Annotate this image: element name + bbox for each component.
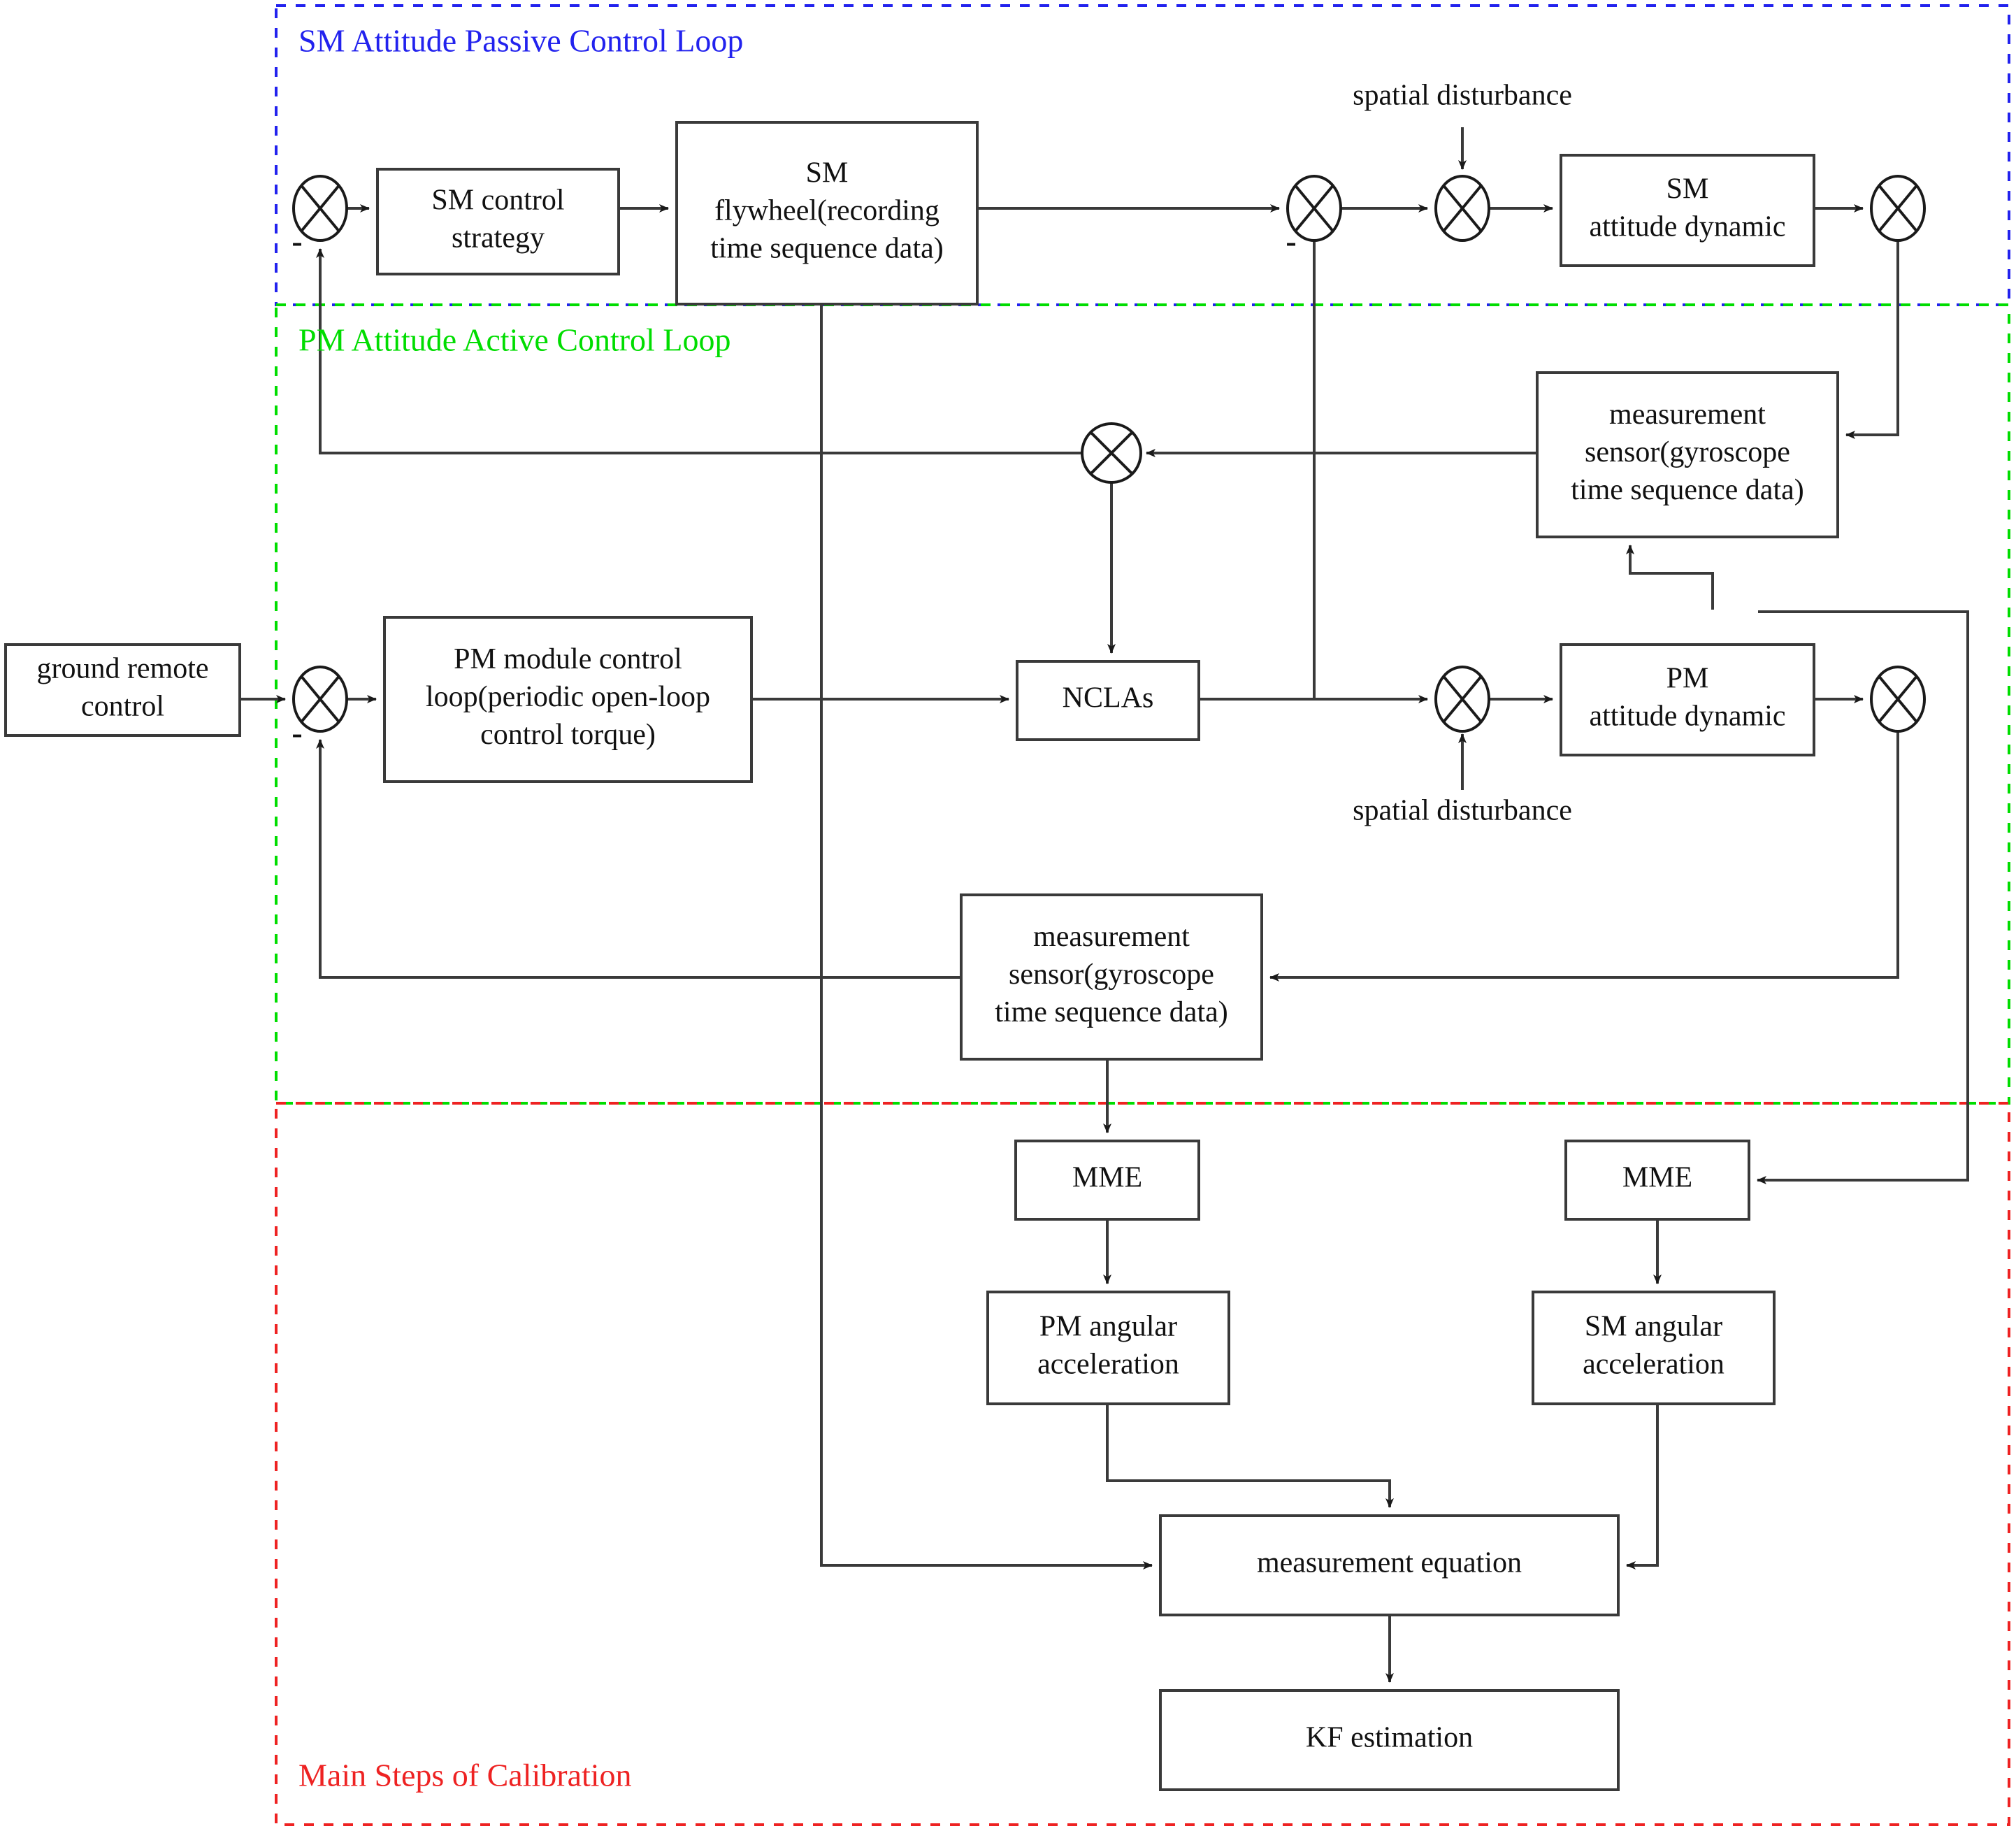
block-label-pm-angular-acceleration: PM angular xyxy=(1039,1311,1177,1343)
block-box-pm-measurement-sensor xyxy=(960,893,1263,1061)
block-box-mme-sm xyxy=(1564,1140,1750,1221)
zone-group xyxy=(275,4,2010,1826)
block-sm-angular-acceleration: SM angular acceleration xyxy=(1532,1291,1776,1405)
block-label-mme-pm: MME xyxy=(1072,1162,1142,1194)
block-sm-control-strategy: SM control strategy xyxy=(376,168,620,275)
block-sm-flywheel: SM flywheel(recording time sequence data) xyxy=(675,121,979,306)
edge-pm-branch-to-smsensor xyxy=(1626,545,1714,610)
block-label-sm-flywheel: time sequence data) xyxy=(710,233,944,265)
block-label-kf-estimation: KF estimation xyxy=(1306,1722,1473,1754)
edge-pmang-to-measeq xyxy=(1106,1404,1394,1508)
summing-junction-sum-sm-output xyxy=(1870,175,1926,242)
summing-junction-sum-pm-output xyxy=(1870,666,1926,733)
block-label-ground-remote-control: ground remote xyxy=(36,653,208,685)
block-measurement-equation: measurement equation xyxy=(1159,1514,1620,1616)
annotation-spatial-disturbance-sm: spatial disturbance xyxy=(1353,80,1572,112)
block-label-pm-measurement-sensor: sensor(gyroscope xyxy=(1009,958,1214,991)
block-box-pm-attitude-dynamic xyxy=(1560,643,1815,756)
block-label-pm-measurement-sensor: measurement xyxy=(1033,921,1190,953)
block-label-sm-flywheel: SM xyxy=(806,157,849,189)
block-box-mme-pm xyxy=(1014,1140,1200,1221)
block-mme-sm: MME xyxy=(1564,1140,1750,1221)
edge-smang-to-measeq xyxy=(1626,1404,1659,1570)
block-label-sm-control-strategy: SM control xyxy=(431,185,564,217)
block-mme-pm: MME xyxy=(1014,1140,1200,1221)
block-box-sm-measurement-sensor xyxy=(1536,371,1839,538)
block-label-pm-measurement-sensor: time sequence data) xyxy=(995,996,1228,1028)
block-label-sm-measurement-sensor: measurement xyxy=(1609,398,1766,431)
annotation-spatial-disturbance-pm: spatial disturbance xyxy=(1353,795,1572,827)
block-label-sm-control-strategy: strategy xyxy=(452,222,545,254)
block-sm-attitude-dynamic: SM attitude dynamic xyxy=(1560,154,1815,267)
block-box-kf-estimation xyxy=(1159,1689,1620,1791)
zone-label-group: SM Attitude Passive Control Loop PM Attit… xyxy=(298,23,743,1793)
zone-label-calib: Main Steps of Calibration xyxy=(298,1758,632,1793)
block-label-measurement-equation: measurement equation xyxy=(1257,1547,1522,1579)
block-box-sm-angular-acceleration xyxy=(1532,1291,1776,1405)
summing-junction-sum-sm-sensor-split xyxy=(1081,422,1142,484)
block-box-sm-control-strategy xyxy=(376,168,620,275)
block-box-sm-flywheel xyxy=(675,121,979,306)
block-label-pm-module-control-loop: loop(periodic open-loop xyxy=(426,681,710,713)
block-label-mme-sm: MME xyxy=(1622,1162,1692,1194)
junction-sign-sum-pm-error: - xyxy=(291,715,302,751)
zone-label-sm-loop: SM Attitude Passive Control Loop xyxy=(298,23,743,59)
zone-label-pm-loop: PM Attitude Active Control Loop xyxy=(298,322,730,358)
edge-pmout-to-pmsensor xyxy=(1269,731,1899,982)
summing-junction-sum-pm-disturbance xyxy=(1434,666,1490,733)
block-box-ground-remote-control xyxy=(4,643,241,737)
block-label-pm-attitude-dynamic: attitude dynamic xyxy=(1589,701,1785,733)
block-kf-estimation: KF estimation xyxy=(1159,1689,1620,1791)
junction-sign-sum-sm-feedback: - xyxy=(1286,224,1296,259)
connectors xyxy=(240,127,1969,1683)
block-box-pm-angular-acceleration xyxy=(986,1291,1230,1405)
block-label-sm-flywheel: flywheel(recording xyxy=(714,195,939,227)
block-box-measurement-equation xyxy=(1159,1514,1620,1616)
block-pm-angular-acceleration: PM angular acceleration xyxy=(986,1291,1230,1405)
zone-calib xyxy=(275,1102,2010,1826)
block-ground-remote-control: ground remote control xyxy=(4,643,241,737)
block-label-sm-measurement-sensor: sensor(gyroscope xyxy=(1585,436,1790,468)
block-pm-module-control-loop: PM module control loop(periodic open-loop… xyxy=(383,616,753,783)
summing-junction-sum-sm-disturbance xyxy=(1434,175,1490,242)
annotation-group: spatial disturbance spatial disturbance xyxy=(1353,80,1572,827)
block-box-sm-attitude-dynamic xyxy=(1560,154,1815,267)
block-label-pm-module-control-loop: PM module control xyxy=(454,643,682,675)
block-nclas: NCLAs xyxy=(1016,660,1200,741)
edge-pmdyn-branch-to-mmesm xyxy=(1757,610,1969,1184)
block-label-sm-attitude-dynamic: attitude dynamic xyxy=(1589,211,1785,243)
block-label-sm-measurement-sensor: time sequence data) xyxy=(1571,474,1804,506)
block-label-pm-module-control-loop: control torque) xyxy=(480,719,656,751)
block-box-nclas xyxy=(1016,660,1200,741)
block-label-sm-attitude-dynamic: SM xyxy=(1666,173,1709,206)
summing-junction-sum-pm-error: - xyxy=(291,666,348,751)
junction-sign-sum-sm-error: - xyxy=(291,224,302,259)
edge-smout-to-smsensor xyxy=(1845,240,1899,439)
edge-split-to-smerror xyxy=(316,248,1082,454)
block-label-sm-angular-acceleration: acceleration xyxy=(1583,1349,1725,1381)
zone-pm-loop xyxy=(275,303,2010,1105)
block-label-pm-attitude-dynamic: PM xyxy=(1666,663,1709,695)
block-box-pm-module-control-loop xyxy=(383,616,753,783)
junction-group: - - - xyxy=(291,175,1926,751)
block-sm-measurement-sensor: measurement sensor(gyroscope time sequence… xyxy=(1536,371,1839,538)
block-pm-attitude-dynamic: PM attitude dynamic xyxy=(1560,643,1815,756)
summing-junction-sum-sm-feedback: - xyxy=(1286,175,1342,259)
block-label-sm-angular-acceleration: SM angular xyxy=(1585,1311,1722,1343)
edge-flywheel-to-measeq xyxy=(820,304,1153,1570)
block-label-pm-angular-acceleration: acceleration xyxy=(1037,1349,1179,1381)
block-label-ground-remote-control: control xyxy=(81,691,164,723)
summing-junction-sum-sm-error: - xyxy=(291,175,348,259)
block-pm-measurement-sensor: measurement sensor(gyroscope time sequence… xyxy=(960,893,1263,1061)
block-label-nclas: NCLAs xyxy=(1063,682,1154,715)
edge-pmsensor-to-pmerror xyxy=(316,739,961,979)
